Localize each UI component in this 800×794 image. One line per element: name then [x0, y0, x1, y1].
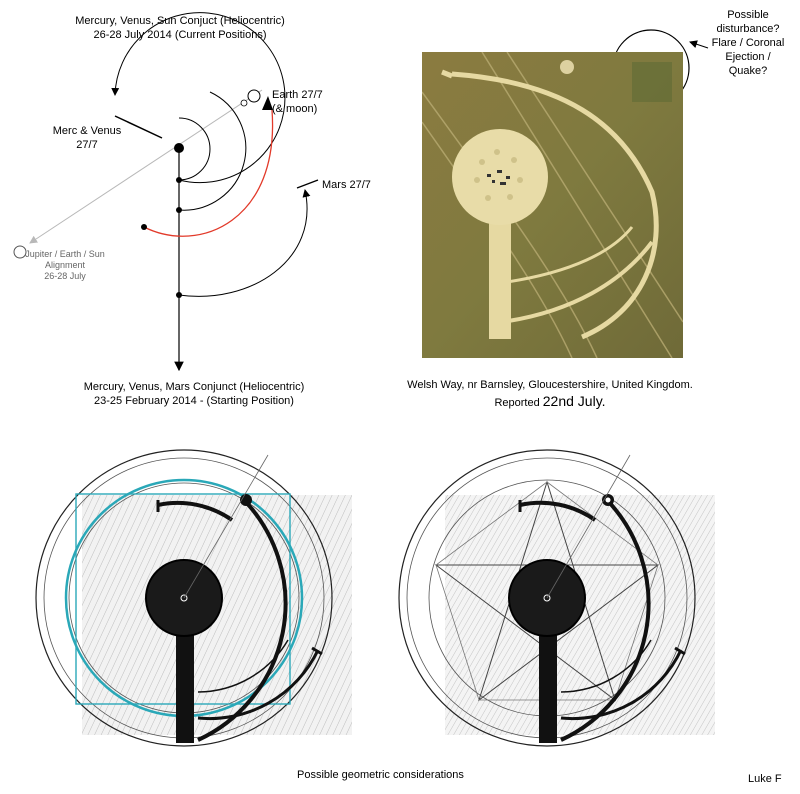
- venus-start-dot: [176, 207, 182, 213]
- reported-prefix: Reported: [494, 397, 543, 409]
- geometry-figure-right: [398, 449, 715, 747]
- heliocentric-diagram: [13, 12, 319, 372]
- mars-orbit: [178, 189, 311, 297]
- location-caption: Welsh Way, nr Barnsley, Gloucestershire,…: [407, 379, 693, 391]
- label-jupiter-alignment: Jupiter / Earth / Sun Alignment 26-28 Ju…: [25, 249, 105, 281]
- label-earth: Earth 27/7 (& moon): [272, 89, 323, 115]
- moon-icon: [240, 99, 248, 107]
- title-starting-position: Mercury, Venus, Mars Conjunct (Heliocent…: [83, 381, 305, 407]
- mars-marker: [296, 179, 319, 189]
- disturbance-arrow: [689, 40, 709, 49]
- jupiter-alignment-line: [29, 89, 263, 244]
- merc-venus-orbit: [111, 12, 286, 184]
- reported-line: Reported 22nd July.: [400, 394, 700, 410]
- jupiter-icon: [13, 245, 27, 259]
- earth-orbit-arrowhead: [262, 96, 273, 110]
- geometry-figure-left: [35, 449, 352, 747]
- sun-icon: [174, 143, 184, 153]
- mars-start-dot: [176, 292, 182, 298]
- merc-venus-marker: [114, 115, 163, 139]
- title-current-positions: Mercury, Venus, Sun Conjuct (Heliocentri…: [75, 15, 285, 41]
- reported-date: 22nd July.: [542, 393, 606, 409]
- bottom-caption: Possible geometric considerations: [297, 769, 464, 781]
- mercury-orbit: [178, 117, 211, 181]
- author-credit: Luke F: [748, 773, 782, 785]
- disturbance-annotation: Possible disturbance? Flare / Coronal Ej…: [711, 9, 785, 77]
- venus-orbit: [178, 91, 247, 211]
- earth-orbit: [143, 109, 274, 237]
- label-merc-venus: Merc & Venus 27/7: [52, 125, 122, 151]
- earth-icon: [247, 89, 261, 103]
- aerial-photo: [422, 52, 683, 358]
- earth-start-dot: [141, 224, 147, 230]
- label-mars: Mars 27/7: [322, 179, 371, 191]
